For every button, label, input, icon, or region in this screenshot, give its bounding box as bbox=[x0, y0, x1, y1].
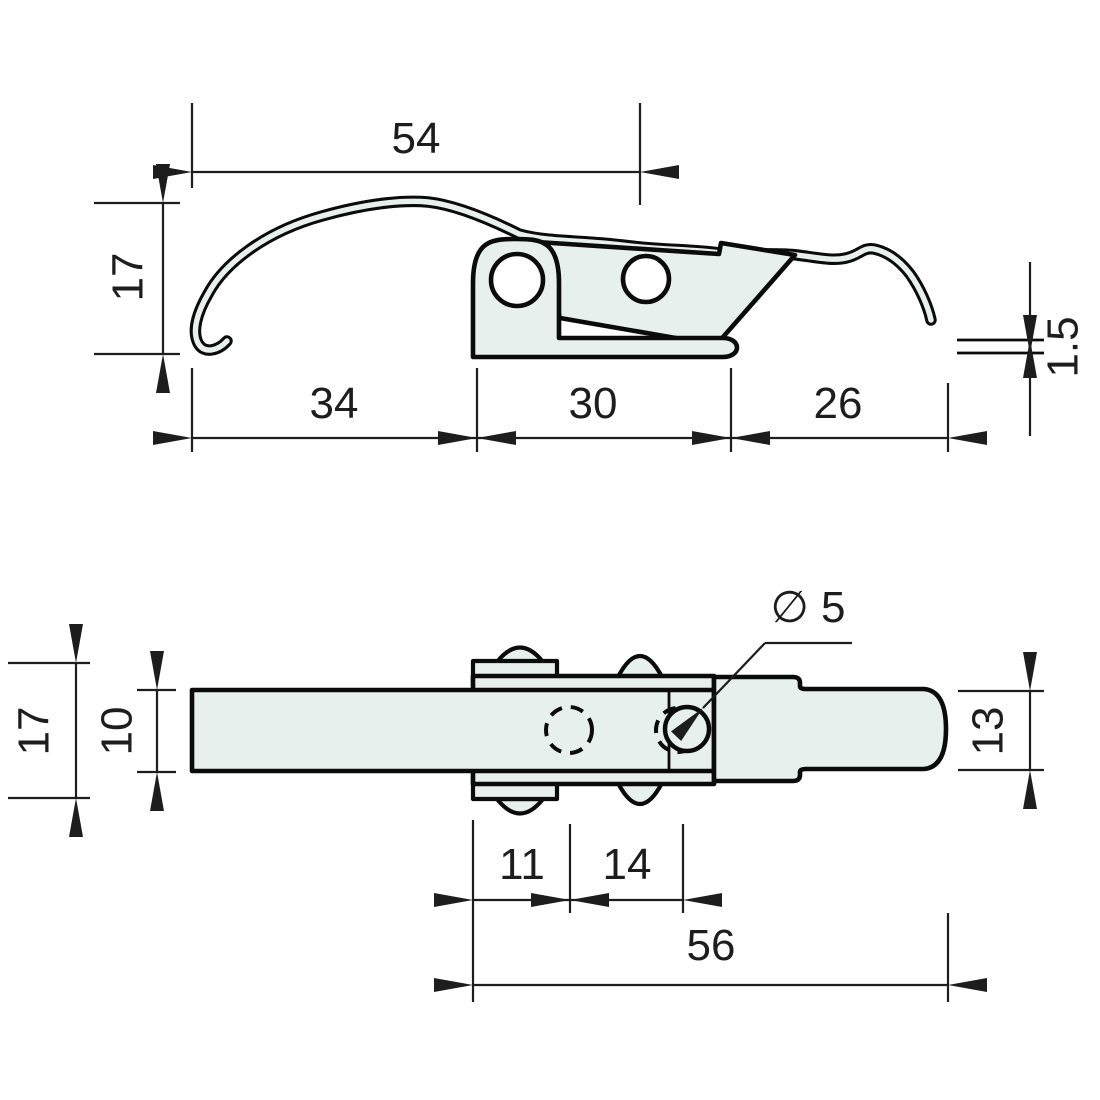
pivot-hole-side bbox=[488, 251, 546, 309]
side-view: 54 17 34 30 26 1.5 bbox=[94, 103, 1088, 452]
dim-label-26: 26 bbox=[814, 379, 863, 428]
hinge-bump-bottom-left bbox=[494, 796, 546, 816]
dim-label-54: 54 bbox=[392, 114, 441, 163]
dim-label-30: 30 bbox=[569, 379, 618, 428]
dim-label-56: 56 bbox=[687, 921, 736, 970]
dim-label-1-5: 1.5 bbox=[1039, 316, 1088, 377]
leader-arrow bbox=[671, 642, 766, 742]
dim-label-10: 10 bbox=[93, 707, 142, 756]
dim-label-13: 13 bbox=[964, 707, 1013, 756]
spring-strap-plan bbox=[189, 687, 717, 774]
dim-label-34: 34 bbox=[310, 379, 359, 428]
dim-label-14: 14 bbox=[603, 840, 652, 889]
dim-label-11: 11 bbox=[499, 840, 545, 889]
dim-label-hole-diameter: ∅ 5 bbox=[770, 583, 845, 632]
dim-label-17-side: 17 bbox=[104, 253, 153, 302]
spring-hook-fill bbox=[192, 198, 934, 353]
plan-view: ∅ 5 17 10 13 11 14 56 bbox=[8, 583, 1044, 1002]
mounting-hole-plan bbox=[662, 704, 712, 754]
dim-label-17-plan: 17 bbox=[10, 707, 59, 756]
hidden-hole-plan bbox=[544, 705, 594, 755]
rivet-hole-side bbox=[620, 253, 672, 305]
hook-tail-plan bbox=[711, 674, 949, 784]
